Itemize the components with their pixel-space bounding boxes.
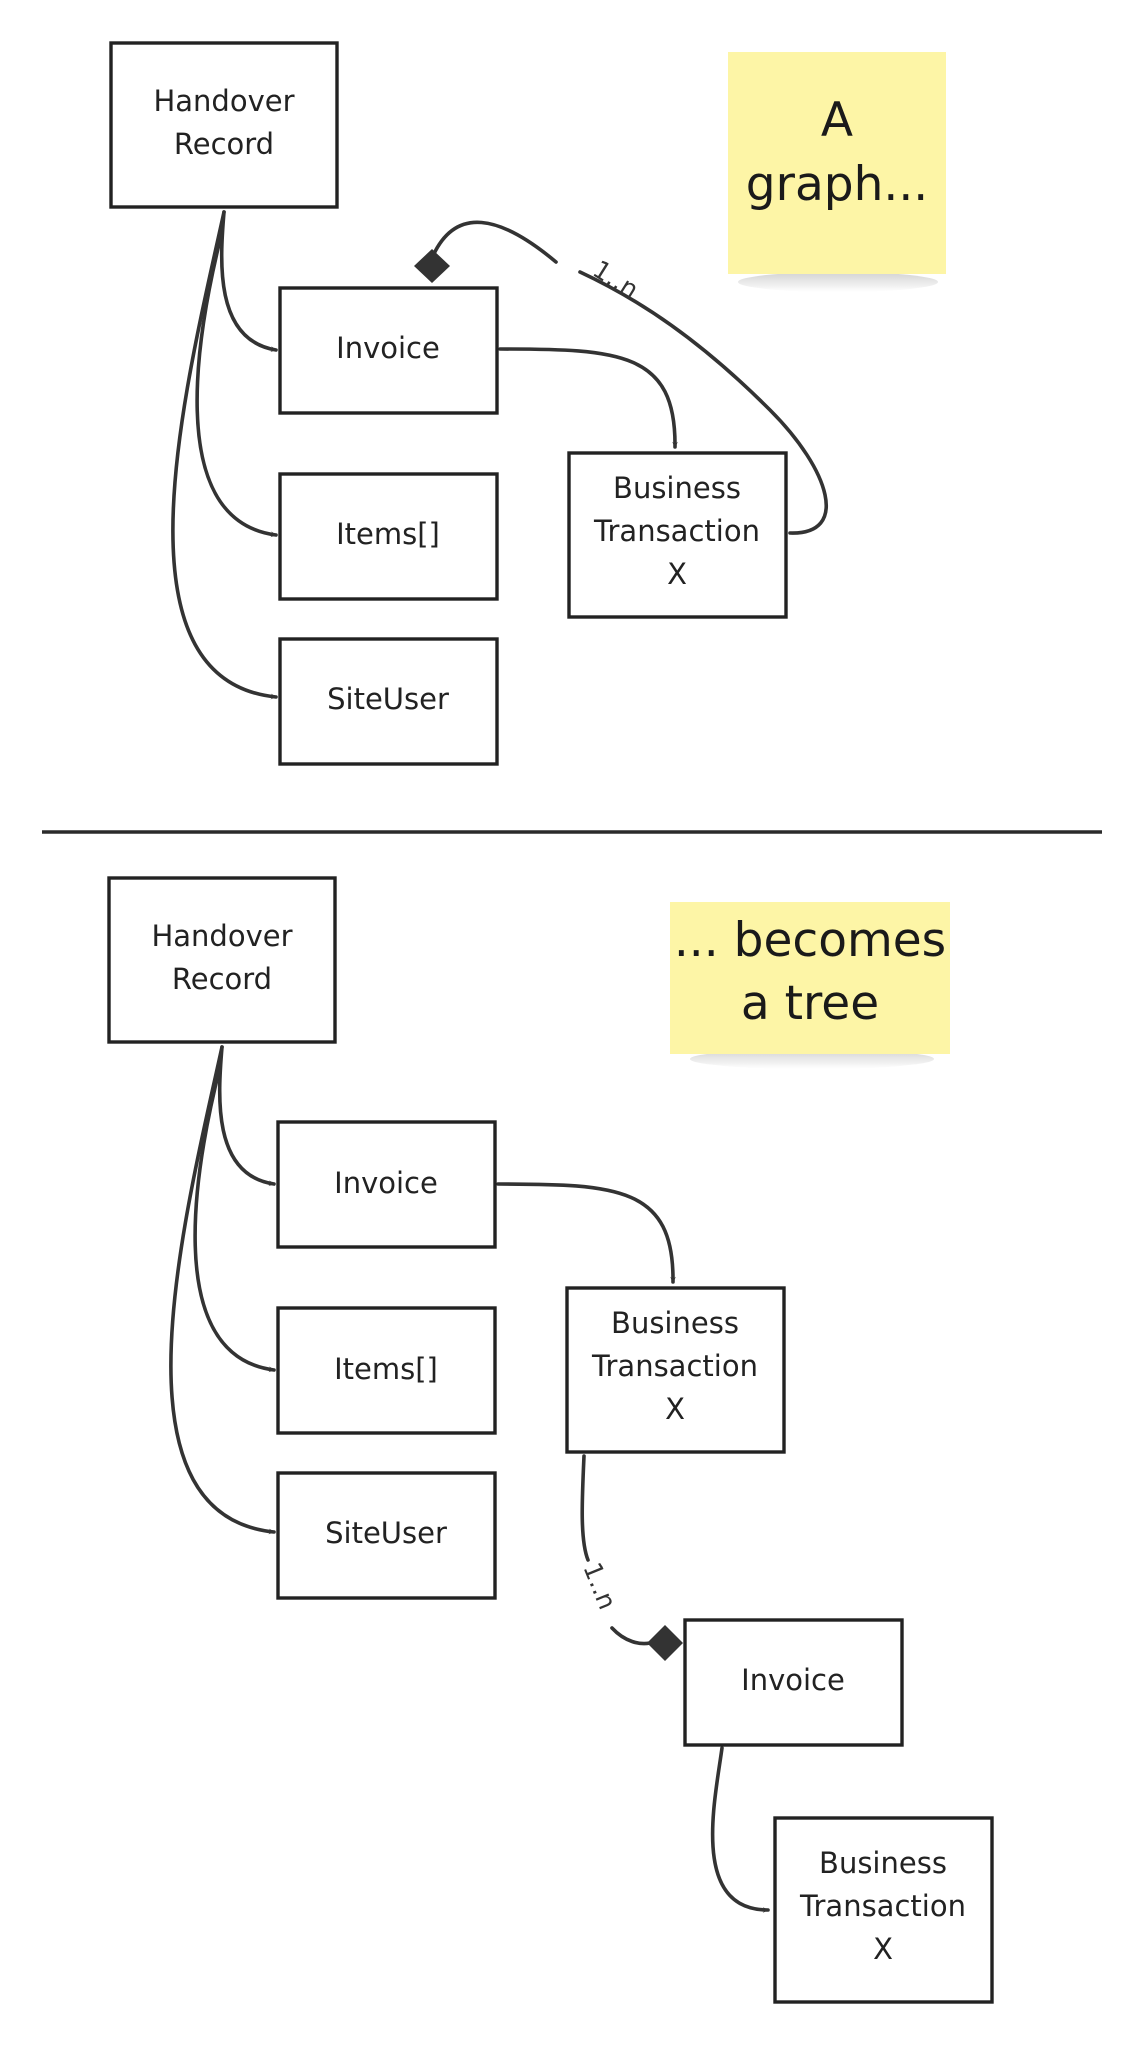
sticky-note-top-text-line-1: A [821, 93, 853, 148]
sticky-note-bottom-text-line-2: a tree [741, 976, 879, 1031]
box-site-user-bottom-label-line-1: SiteUser [325, 1516, 447, 1550]
box-invoice-label-line-1: Invoice [336, 331, 440, 365]
box-invoice-child-label-line-1: Invoice [741, 1663, 845, 1697]
box-site-user-label: SiteUser [327, 682, 449, 716]
box-items-label-line-1: Items[] [336, 517, 440, 551]
sticky-note-bottom-text-line-1: ... becomes [674, 913, 946, 968]
box-business-transaction-bottom-label-line-3: X [665, 1392, 685, 1426]
box-items-label: Items[] [336, 517, 440, 551]
box-items-bottom-label: Items[] [334, 1352, 438, 1386]
box-business-transaction-bottom-label-line-2: Transaction [591, 1349, 758, 1383]
box-items-bottom-label-line-1: Items[] [334, 1352, 438, 1386]
box-handover-record-bottom-label-line-2: Record [172, 962, 272, 996]
box-invoice-child[interactable]: Invoice [683, 1618, 904, 1747]
edge-handover-to-siteuser-bottom [169, 1045, 276, 1535]
edge-handover-to-siteuser [171, 210, 278, 700]
edge-handover-to-items-bottom [193, 1065, 276, 1373]
box-site-user-bottom-label: SiteUser [325, 1516, 447, 1550]
edge-handover-to-invoice-bottom [217, 1045, 276, 1187]
edge-business-transaction-to-invoice-child: 1..n [577, 1454, 683, 1661]
sticky-note-top-text-line-2: graph... [746, 157, 928, 212]
box-invoice-bottom[interactable]: Invoice [276, 1120, 497, 1249]
aggregation-diamond-icon [414, 249, 450, 283]
box-invoice[interactable]: Invoice [278, 286, 499, 415]
sticky-note-bottom-text: ... becomes a tree [674, 913, 946, 1031]
box-handover-record-bottom-label-line-1: Handover [151, 919, 292, 953]
box-invoice-bottom-label: Invoice [334, 1166, 438, 1200]
box-items[interactable]: Items[] [278, 472, 499, 601]
box-invoice-child-label: Invoice [741, 1663, 845, 1697]
edge-handover-to-invoice [219, 210, 278, 353]
box-business-transaction-child-label-line-2: Transaction [799, 1889, 966, 1923]
box-site-user[interactable]: SiteUser [278, 637, 499, 766]
box-items-bottom[interactable]: Items[] [276, 1306, 497, 1435]
edge-invoice-to-business-transaction-bottom [496, 1182, 676, 1284]
edge-invoice-child-to-business-transaction-child [710, 1746, 770, 1913]
box-site-user-bottom[interactable]: SiteUser [276, 1471, 497, 1600]
box-invoice-label: Invoice [336, 331, 440, 365]
box-business-transaction-child-label-line-3: X [873, 1932, 893, 1966]
box-business-transaction-bottom-label-line-1: Business [611, 1306, 739, 1340]
edge-invoice-to-business-transaction [498, 347, 678, 449]
box-business-transaction-label-line-3: X [667, 557, 687, 591]
edge-handover-to-items [195, 230, 278, 538]
box-site-user-label-line-1: SiteUser [327, 682, 449, 716]
box-business-transaction-label-line-1: Business [613, 471, 741, 505]
box-handover-record-label-line-1: Handover [153, 84, 294, 118]
edge-label-1-n-bottom: 1..n [577, 1558, 622, 1613]
box-handover-record-label-line-2: Record [174, 127, 274, 161]
box-business-transaction-label-line-2: Transaction [593, 514, 760, 548]
box-invoice-bottom-label-line-1: Invoice [334, 1166, 438, 1200]
edge-label-1-n: 1..n [588, 254, 644, 304]
sticky-note-bottom[interactable]: ... becomes a tree [670, 902, 950, 1069]
box-business-transaction-child-label-line-1: Business [819, 1846, 947, 1880]
aggregation-diamond-icon-bottom [647, 1625, 683, 1661]
